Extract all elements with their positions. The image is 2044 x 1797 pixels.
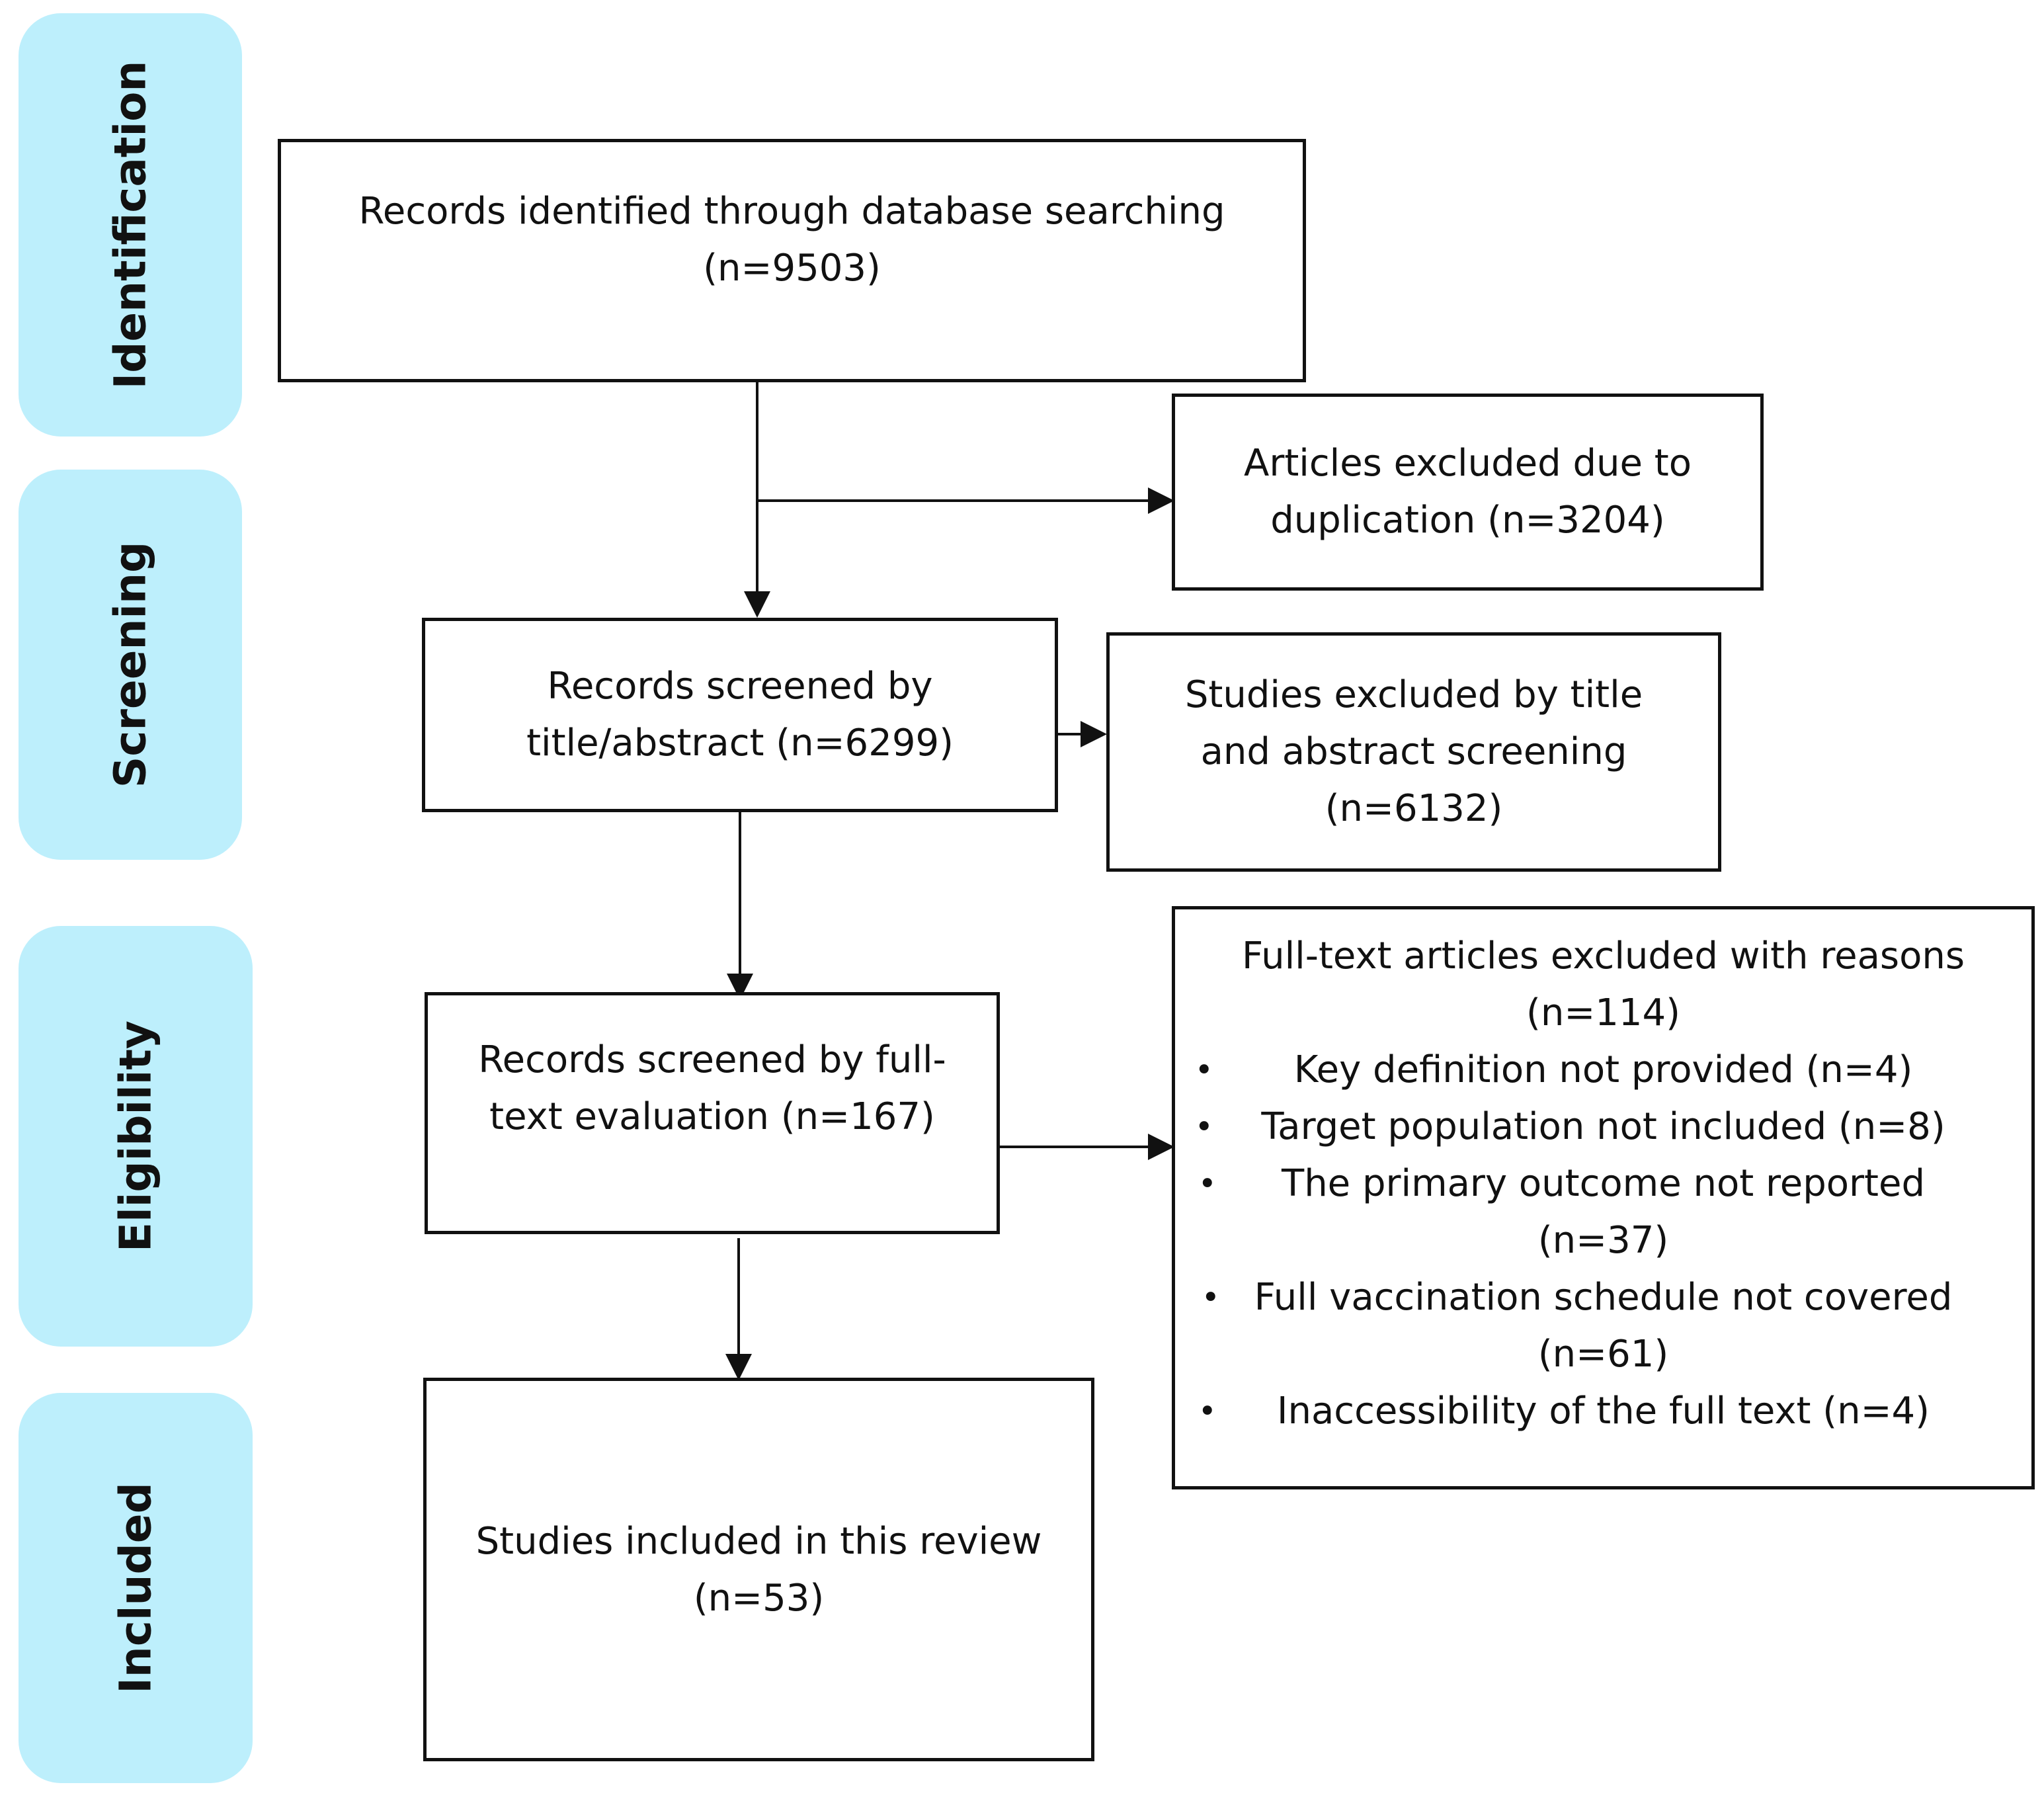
box-fulltext-evaluation-line-2: text evaluation (n=167) xyxy=(489,1095,935,1138)
exclusion-reason-text: Target population not included (n=8) xyxy=(1261,1105,1945,1148)
box-title-abstract-excluded: Studies excluded by title and abstract s… xyxy=(1106,632,1721,872)
exclusion-reasons-list: • Key definition not provided (n=4) • Ta… xyxy=(1195,1042,1953,1440)
box-duplicates-excluded-line-1: Articles excluded due to xyxy=(1244,442,1692,485)
box-title-abstract-excluded-line-1: Studies excluded by title xyxy=(1184,673,1643,716)
exclusion-reason: • Inaccessibility of the full text (n=4) xyxy=(1198,1383,1953,1440)
box-fulltext-excluded: Full-text articles excluded with reasons… xyxy=(1172,906,2035,1489)
exclusion-reason-text: The primary outcome not reported xyxy=(1281,1162,1926,1205)
bullet-icon: • xyxy=(1194,1108,1213,1146)
exclusion-reason: • Key definition not provided (n=4) xyxy=(1195,1042,1953,1099)
box-duplicates-excluded-line-2: duplication (n=3204) xyxy=(1270,499,1665,542)
exclusion-reason: • Target population not included (n=8) xyxy=(1195,1099,1953,1155)
box-title-abstract-excluded-line-2: and abstract screening xyxy=(1200,730,1627,773)
phase-included: Included xyxy=(19,1393,253,1783)
bullet-icon: • xyxy=(1198,1393,1217,1430)
exclusion-reason-text-count: (n=61) xyxy=(1537,1333,1669,1376)
exclusion-reason: • The primary outcome not reported (n=37… xyxy=(1198,1155,1953,1269)
exclusion-reason: • Full vaccination schedule not covered … xyxy=(1202,1269,1953,1383)
box-studies-included-line-2: (n=53) xyxy=(693,1577,825,1620)
fulltext-excluded-heading-line-1: Full-text articles excluded with reasons xyxy=(1241,935,1965,978)
exclusion-reason-text: Key definition not provided (n=4) xyxy=(1293,1048,1913,1091)
phase-eligibility: Eligibility xyxy=(19,926,253,1347)
box-records-screened-line-2: title/abstract (n=6299) xyxy=(526,722,954,765)
fulltext-excluded-heading-line-2: (n=114) xyxy=(1526,991,1680,1034)
box-records-screened-line-1: Records screened by xyxy=(547,665,933,708)
phase-identification: Identification xyxy=(19,13,242,437)
bullet-icon: • xyxy=(1201,1279,1220,1316)
box-records-screened: Records screened by title/abstract (n=62… xyxy=(422,618,1058,812)
exclusion-reason-text: Full vaccination schedule not covered xyxy=(1254,1276,1953,1319)
box-records-identified-line-1: Records identified through database sear… xyxy=(358,190,1225,233)
box-records-identified-line-2: (n=9503) xyxy=(703,247,881,290)
box-studies-included: Studies included in this review (n=53) xyxy=(423,1378,1094,1761)
exclusion-reason-text: Inaccessibility of the full text (n=4) xyxy=(1276,1390,1930,1433)
box-title-abstract-excluded-line-3: (n=6132) xyxy=(1325,787,1503,830)
bullet-icon: • xyxy=(1198,1165,1217,1202)
box-fulltext-evaluation: Records screened by full- text evaluatio… xyxy=(425,992,1000,1234)
phase-screening: Screening xyxy=(19,470,242,860)
box-studies-included-line-1: Studies included in this review xyxy=(475,1520,1042,1563)
box-fulltext-evaluation-line-1: Records screened by full- xyxy=(478,1038,946,1081)
box-duplicates-excluded: Articles excluded due to duplication (n=… xyxy=(1172,394,1764,591)
box-records-identified: Records identified through database sear… xyxy=(278,139,1306,382)
exclusion-reason-text-count: (n=37) xyxy=(1537,1219,1669,1262)
bullet-icon: • xyxy=(1194,1052,1213,1089)
